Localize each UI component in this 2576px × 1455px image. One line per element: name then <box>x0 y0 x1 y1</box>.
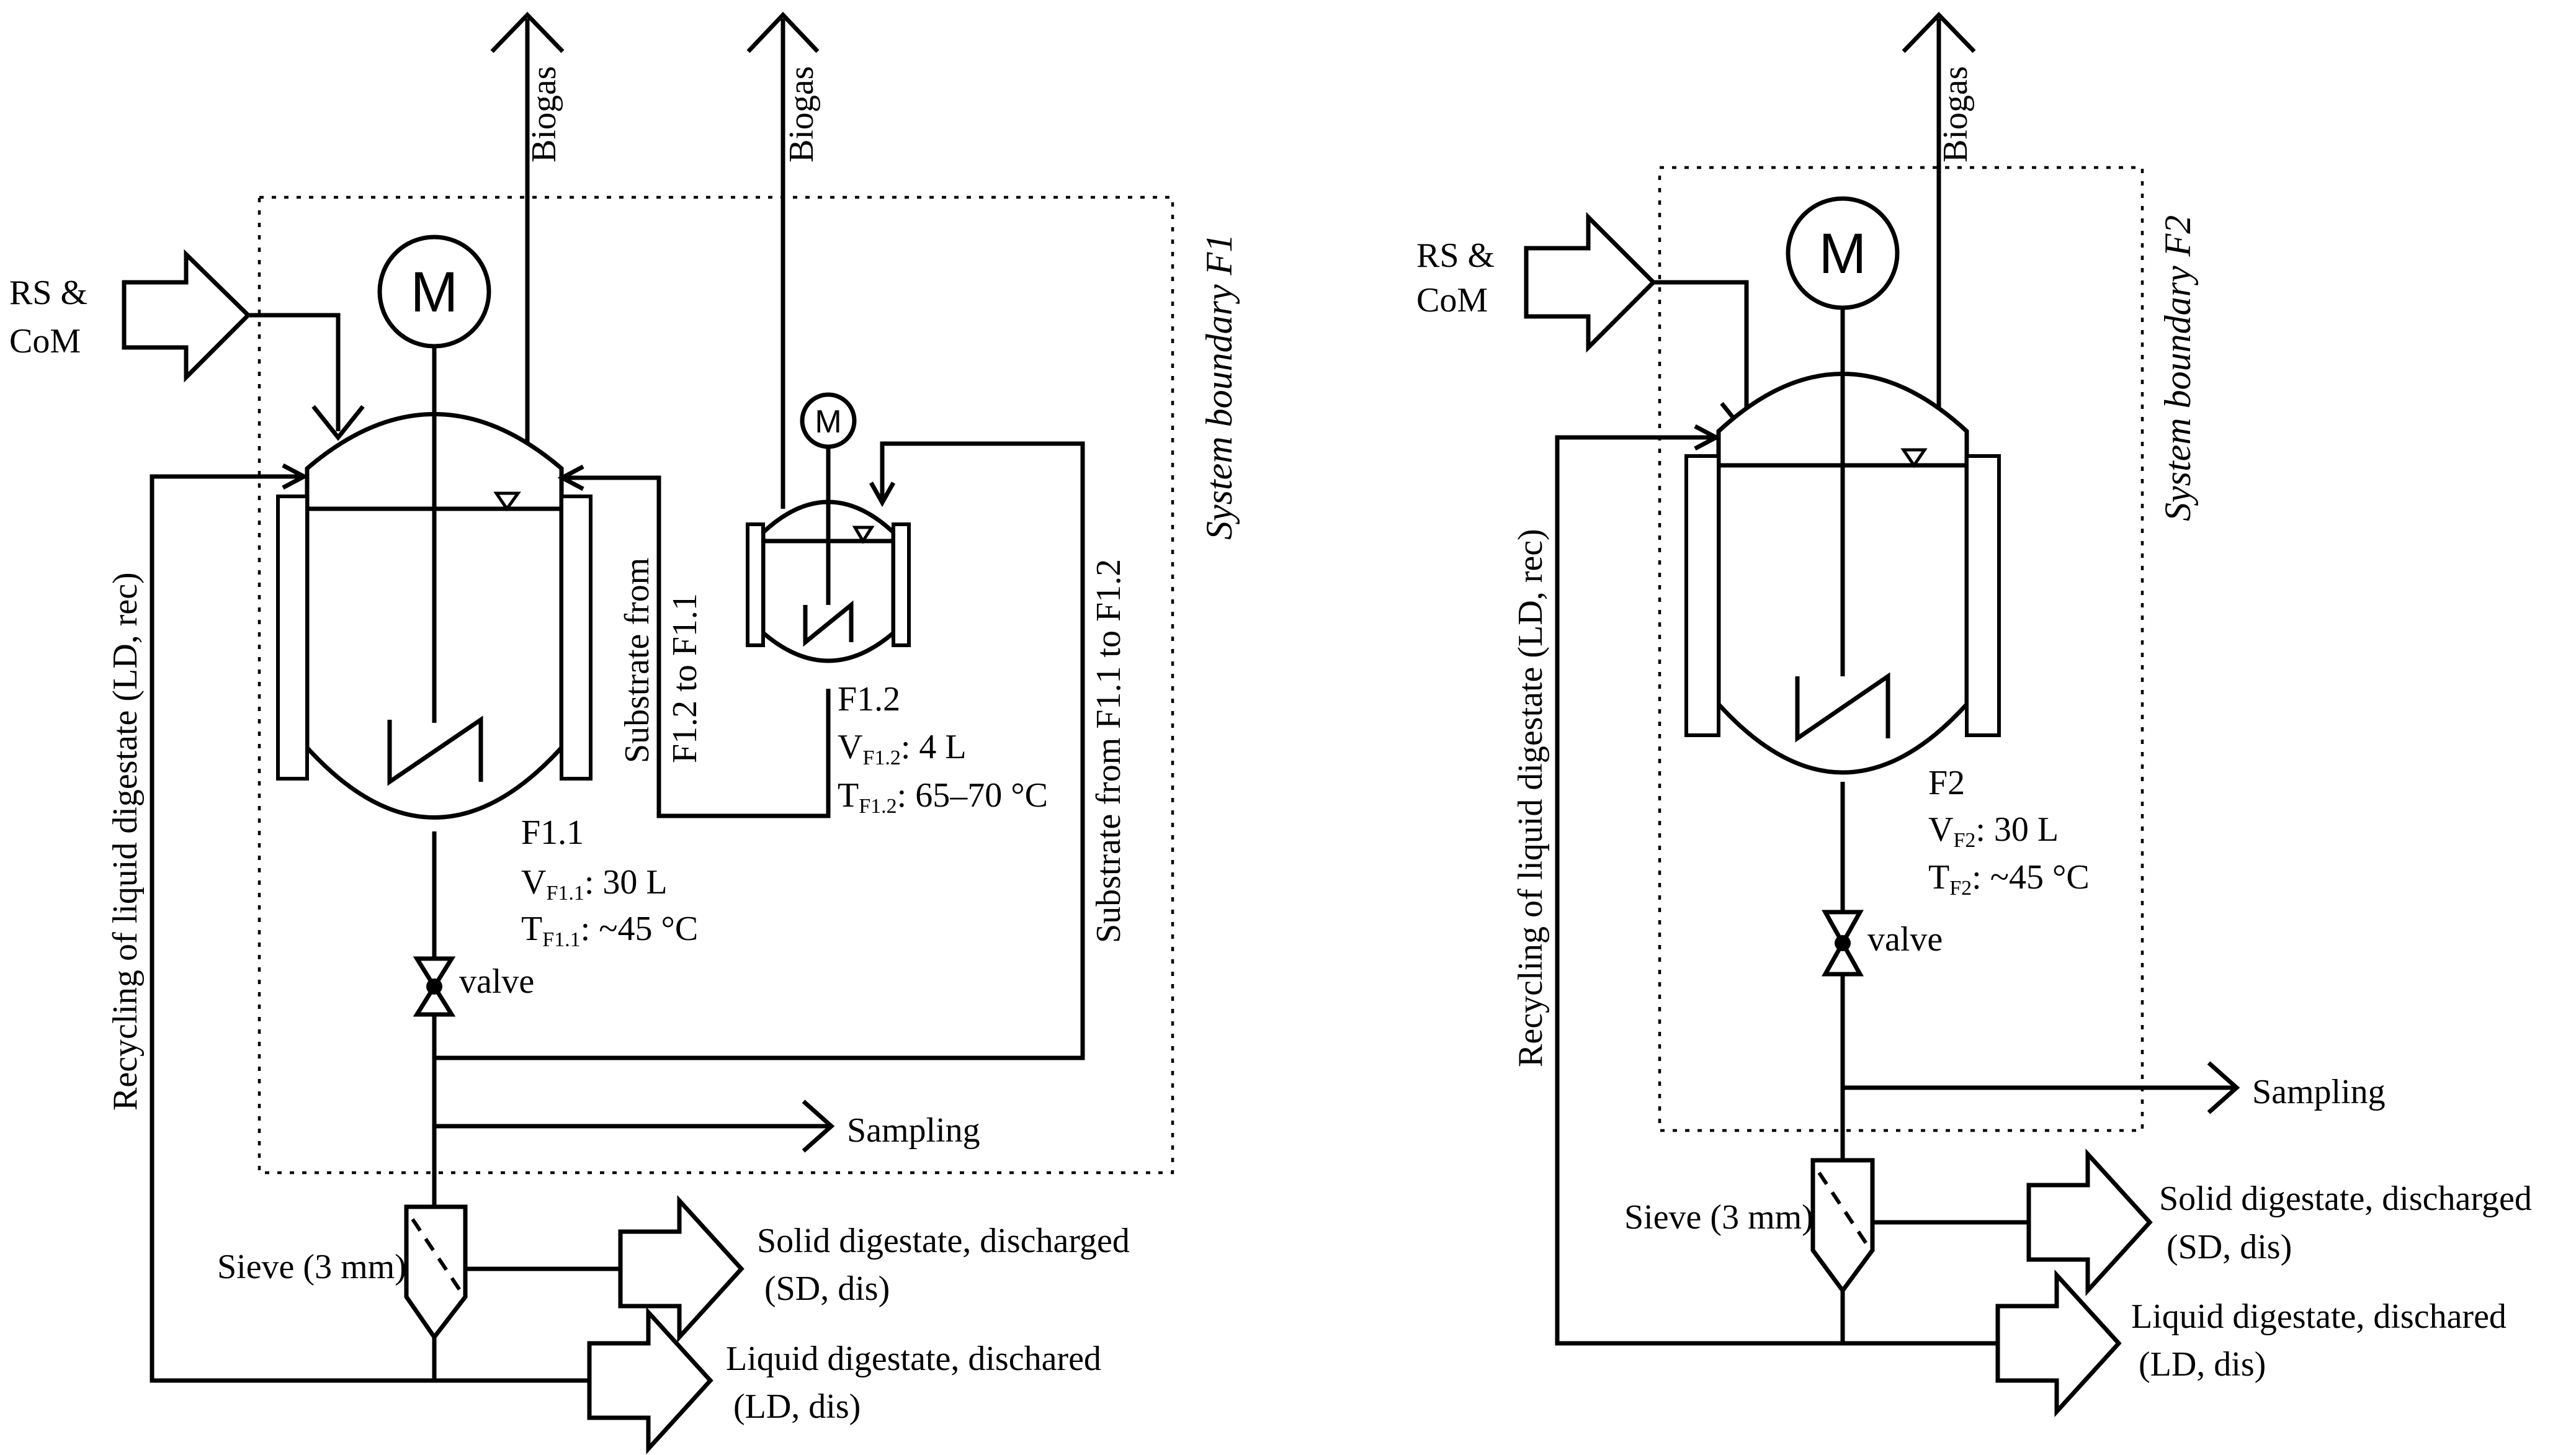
biogas-label: Biogas <box>782 66 821 163</box>
reactor-f11-volume: VF1.1: 30 L <box>521 863 668 905</box>
feed-label-line2: CoM <box>1416 281 1488 320</box>
reactor-f12-temperature: TF1.2: 65–70 °C <box>838 776 1048 818</box>
recycling-line-f2: Recycling of liquid digestate (LD, rec) <box>1511 424 1998 1346</box>
system-boundary-f1 <box>257 195 1174 1175</box>
biogas-outlet-f2: Biogas <box>1902 11 1976 422</box>
heating-jacket-right <box>560 495 593 781</box>
reactor-f11: M F1.1 VF1.1: 30 L TF1.1: ~45 °C <box>276 235 698 951</box>
liquid-digestate-label-line1: Liquid digestate, dischared <box>726 1340 1101 1378</box>
valve-label: valve <box>459 962 534 1001</box>
valve-f2: valve <box>1822 910 1943 977</box>
motor-label: M <box>411 261 458 324</box>
sieve-label: Sieve (3 mm) <box>217 1248 406 1286</box>
biogas-outlet-f11: Biogas <box>490 11 565 467</box>
reactor-f12-volume: VF1.2: 4 L <box>838 728 967 769</box>
biogas-outlet-f12: Biogas <box>746 11 821 509</box>
solid-digestate-label-line1: Solid digestate, discharged <box>757 1222 1130 1260</box>
feed-arrow-f2: RS & CoM <box>1416 212 1773 438</box>
feed-label-line2: CoM <box>9 322 81 360</box>
liquid-digestate-f2: Liquid digestate, dischared (LD, dis) <box>1995 1269 2507 1418</box>
solid-digestate-label-line1: Solid digestate, discharged <box>2159 1180 2532 1218</box>
reactor-f2: M F2 VF2: 30 L TF2: ~45 °C <box>1684 196 2090 900</box>
agitator-f2 <box>1795 672 1890 743</box>
substrate-label-line2: F1.2 to F1.1 <box>666 593 704 763</box>
reactor-f2-temperature: TF2: ~45 °C <box>1928 858 2090 900</box>
feed-label-line1: RS & <box>9 274 87 312</box>
valve-label: valve <box>1867 920 1943 959</box>
liquid-digestate-f1: Liquid digestate, dischared (LD, dis) <box>587 1306 1101 1455</box>
solid-digestate-label-line2: (SD, dis) <box>764 1269 890 1308</box>
system-f1: System boundary F1 Biogas Biogas RS & Co… <box>9 11 1240 1455</box>
biogas-label: Biogas <box>1936 66 1975 163</box>
heating-jacket-left <box>1684 454 1720 737</box>
agitator-f11 <box>387 715 483 786</box>
reactor-f12: M F1.2 VF1.2: 4 L TF1.2: 65–70 °C <box>746 392 1048 818</box>
reactor-f2-name: F2 <box>1928 764 1965 802</box>
liquid-digestate-label-line1: Liquid digestate, dischared <box>2131 1297 2507 1336</box>
motor-f11 <box>377 235 491 349</box>
system-boundary-f1-label: System boundary F1 <box>1199 234 1240 540</box>
sieve-f2: Sieve (3 mm) <box>1624 1158 1875 1343</box>
biogas-label: Biogas <box>525 66 563 163</box>
motor-label: M <box>1819 222 1867 285</box>
substrate-label-f11-to-f12: Substrate from F1.1 to F1.2 <box>1089 559 1128 943</box>
system-boundary-f2 <box>1658 166 2144 1132</box>
liquid-digestate-label-line2: (LD, dis) <box>733 1387 861 1426</box>
recycling-label: Recycling of liquid digestate (LD, rec) <box>1511 529 1550 1067</box>
substrate-line-f11-to-f12: Substrate from F1.1 to F1.2 <box>434 441 1128 1060</box>
solid-digestate-f2: Solid digestate, discharged (SD, dis) <box>1872 1148 2532 1297</box>
motor-f2 <box>1786 196 1900 310</box>
sampling-label: Sampling <box>847 1111 980 1150</box>
sampling-line-f1: Sampling <box>434 1099 980 1153</box>
sieve-label: Sieve (3 mm) <box>1624 1198 1813 1237</box>
heating-jacket-right <box>1965 454 2001 737</box>
valve-f11: valve <box>413 956 534 1017</box>
sieve-f1: Sieve (3 mm) <box>217 1204 468 1381</box>
agitator-f12 <box>803 600 854 647</box>
recycling-line-f1: Recycling of liquid digestate (LD, rec) <box>106 463 589 1383</box>
liquid-digestate-label-line2: (LD, dis) <box>2139 1345 2266 1384</box>
sampling-line-f2: Sampling <box>1843 1061 2386 1114</box>
recycling-label: Recycling of liquid digestate (LD, rec) <box>106 572 145 1111</box>
reactor-f11-name: F1.1 <box>521 813 584 852</box>
reactor-f11-temperature: TF1.1: ~45 °C <box>521 910 698 951</box>
feed-label-line1: RS & <box>1416 236 1495 275</box>
heating-jacket-left <box>276 495 309 781</box>
system-boundary-f2-label: System boundary F2 <box>2157 215 2198 521</box>
substrate-label-line1: Substrate from <box>618 558 656 763</box>
system-f2: System boundary F2 Biogas RS & CoM M <box>1416 11 2532 1418</box>
sampling-label: Sampling <box>2252 1073 2386 1111</box>
solid-digestate-label-line2: (SD, dis) <box>2167 1228 2292 1266</box>
substrate-line-f12-to-f11: Substrate from F1.2 to F1.1 <box>557 464 831 818</box>
motor-f12 <box>800 392 857 449</box>
motor-label: M <box>815 404 841 440</box>
solid-digestate-f1: Solid digestate, discharged (SD, dis) <box>465 1194 1130 1343</box>
feed-arrow-f1: RS & CoM <box>9 249 365 441</box>
reactor-f2-volume: VF2: 30 L <box>1928 810 2059 852</box>
reactor-f12-name: F1.2 <box>838 680 900 719</box>
